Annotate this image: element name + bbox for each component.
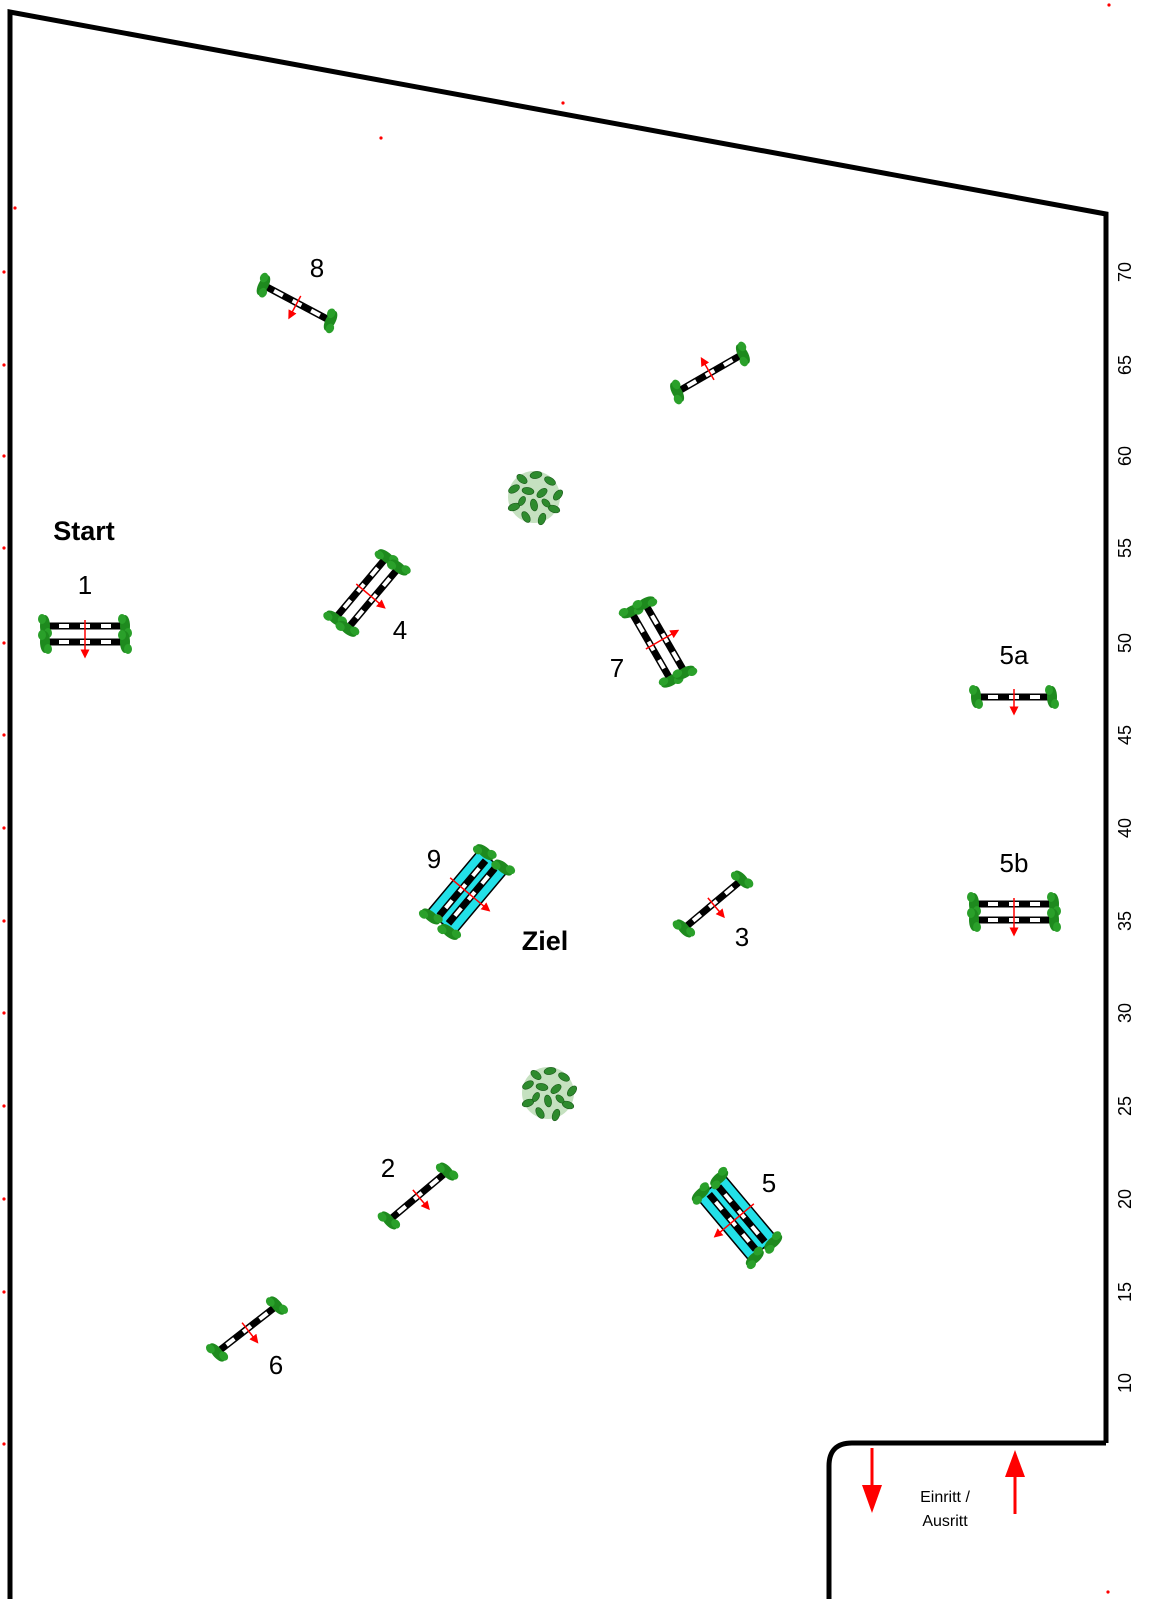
jump-7-oxer <box>617 591 699 692</box>
tree-north <box>506 470 565 527</box>
marker-dots <box>2 3 1111 1594</box>
scale-tick-45: 45 <box>1115 725 1135 745</box>
scale-tick-35: 35 <box>1115 911 1135 931</box>
tree-south <box>520 1066 579 1123</box>
jump-number-5b: 5b <box>1000 848 1029 878</box>
gate-label-line1: Einritt / <box>920 1489 970 1506</box>
jump-number-3: 3 <box>735 922 749 952</box>
scale-tick-40: 40 <box>1115 818 1135 838</box>
gate-label-line2: Ausritt <box>922 1513 968 1530</box>
jump-1-oxer <box>38 614 132 654</box>
jump-8-vertical <box>251 271 343 336</box>
scale-tick-70: 70 <box>1115 262 1135 282</box>
jump-number-9: 9 <box>427 844 441 874</box>
jump-5a-vertical <box>969 685 1059 711</box>
scale-tick-10: 10 <box>1115 1373 1135 1393</box>
finish-label: Ziel <box>522 926 569 956</box>
scale-tick-55: 55 <box>1115 538 1135 558</box>
jump-5b-oxer <box>967 892 1061 932</box>
jump-number-5a: 5a <box>1000 640 1029 670</box>
jump-number-6: 6 <box>269 1350 283 1380</box>
entry-arrow <box>862 1448 882 1513</box>
exit-arrow <box>1005 1450 1025 1514</box>
jump-unnumbered-vertical <box>664 338 755 406</box>
jump-number-5: 5 <box>762 1168 776 1198</box>
scale-tick-20: 20 <box>1115 1189 1135 1209</box>
scale-tick-25: 25 <box>1115 1096 1135 1116</box>
start-label: Start <box>53 516 115 546</box>
jump-number-7: 7 <box>610 653 624 683</box>
scale-tick-60: 60 <box>1115 446 1135 466</box>
scale-tick-65: 65 <box>1115 355 1135 375</box>
scale-tick-50: 50 <box>1115 633 1135 653</box>
arena-boundary <box>7 8 1109 1599</box>
jump-number-2: 2 <box>381 1153 395 1183</box>
scale-tick-30: 30 <box>1115 1003 1135 1023</box>
jump-number-1: 1 <box>78 570 92 600</box>
scale-ticks: 70 65 60 55 50 45 40 35 30 25 20 15 10 <box>1115 262 1135 1393</box>
scale-tick-15: 15 <box>1115 1282 1135 1302</box>
jump-number-4: 4 <box>393 615 407 645</box>
jump-number-8: 8 <box>310 253 324 283</box>
